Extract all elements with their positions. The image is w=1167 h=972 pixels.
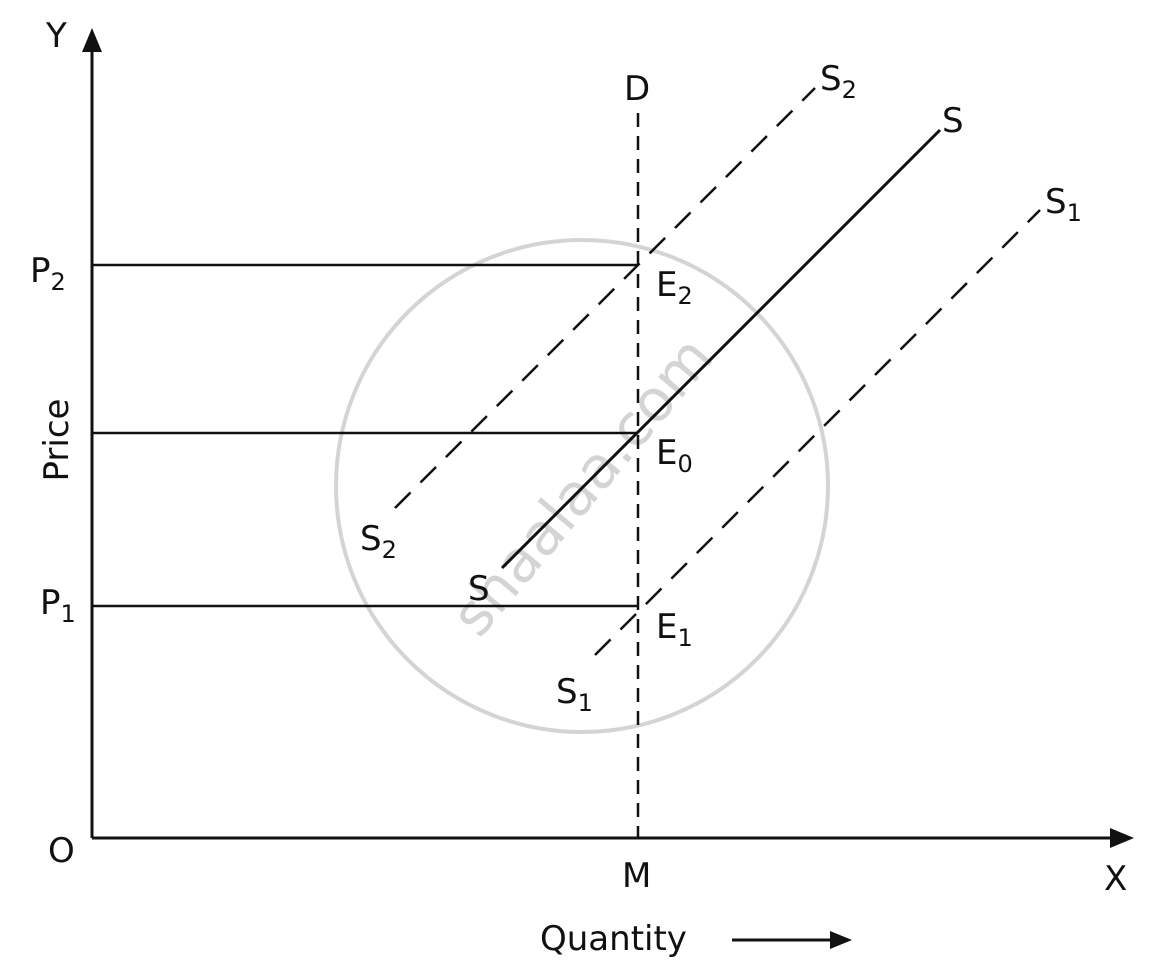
y-axis-arrow-icon [82,28,102,52]
equilibrium-e2-label: E2 [656,265,693,310]
supply-curve-s2 [394,87,816,509]
y-axis-title: Price [37,399,77,482]
supply-s-lower-label: S [468,569,490,609]
supply-s-upper-label: S [942,101,964,141]
supply-s2-lower-label: S2 [360,519,397,564]
supply-s2-upper-label: S2 [820,59,857,104]
quantity-m-label: M [622,856,651,896]
price-p2-label: P2 [30,251,66,296]
quantity-arrow-icon [830,931,852,949]
x-axis-arrow-icon [1110,828,1134,848]
equilibrium-e1-label: E1 [656,607,693,652]
origin-label: O [48,831,75,871]
y-axis-label: Y [45,16,67,56]
x-axis-title: Quantity [540,919,687,959]
supply-s1-upper-label: S1 [1045,182,1082,227]
supply-curve-s [500,128,942,570]
x-axis-label: X [1104,859,1127,899]
supply-curve-s1 [594,209,1041,656]
supply-s1-lower-label: S1 [556,672,593,717]
equilibrium-e0-label: E0 [656,433,693,478]
price-p1-label: P1 [40,583,76,628]
watermark-circle [334,238,830,734]
demand-label: D [624,69,650,109]
